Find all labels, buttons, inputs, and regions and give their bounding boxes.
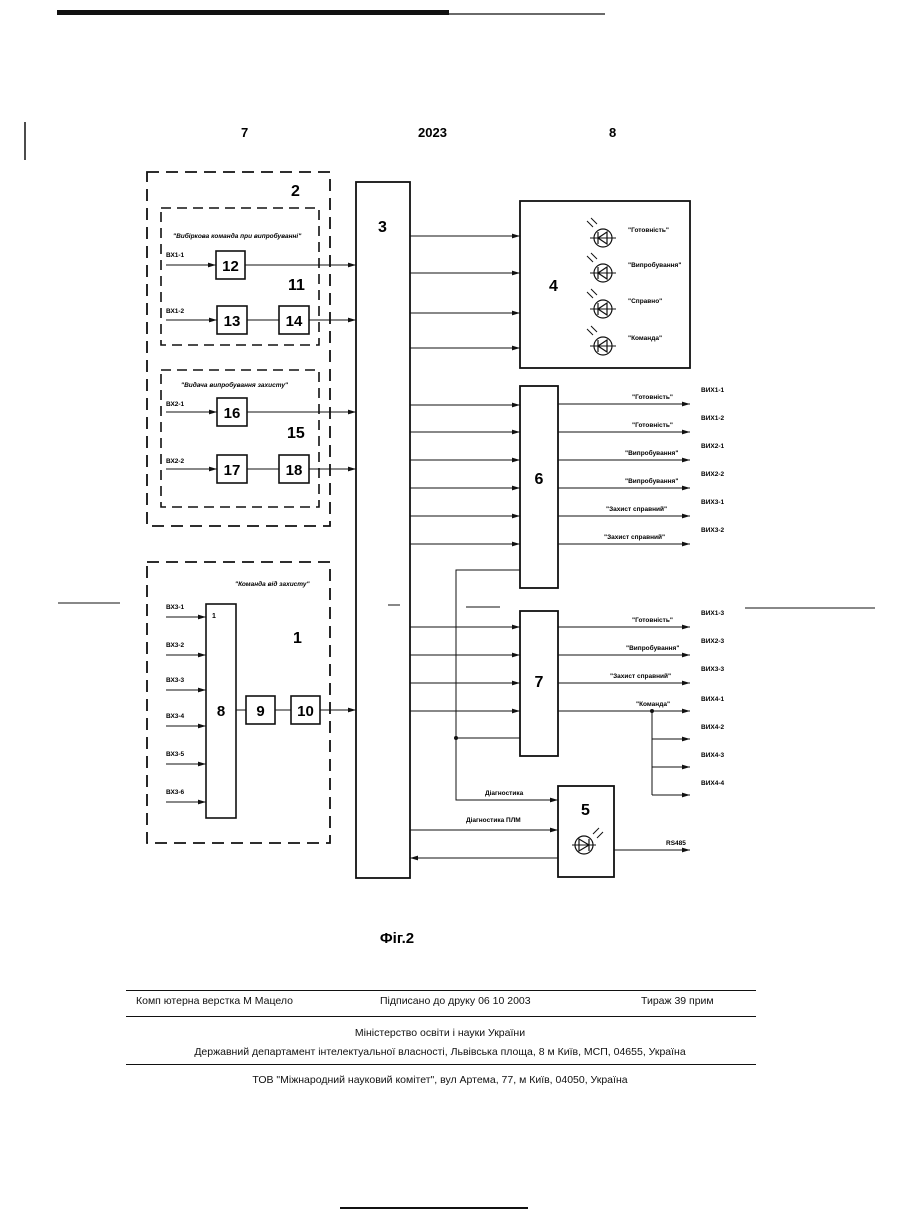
block-7-output-label: ВИХ4-3 [701, 752, 724, 759]
figure-caption: Фіг.2 [380, 930, 414, 947]
input-bx2-1: ВХ2-1 [166, 401, 185, 408]
footer-rule-1 [126, 990, 756, 991]
block-7-output-group: "Готовність" "Випробування" "Захист справн… [558, 610, 724, 795]
block-15-label: 15 [287, 425, 305, 442]
input-bx3-label: ВХ3-1 [166, 604, 185, 611]
block-6-signal-label: "Випробування" [625, 477, 678, 485]
block-6-signal-label: "Випробування" [625, 449, 678, 457]
block-18-label: 18 [286, 462, 303, 479]
group-1-title: "Команда від захисту" [235, 580, 311, 588]
diag-label-1: Діагностика [485, 789, 524, 797]
indicator-label: "Команда" [628, 335, 662, 342]
junction-dot [454, 736, 458, 740]
block-6-output-group: "Готовність" ВИХ1-1 "Готовність" ВИХ1-2 "Вип… [558, 387, 724, 544]
input-bx3-label: ВХ3-4 [166, 713, 185, 720]
block-3-label: 3 [378, 219, 387, 236]
diag-label-2: Діагностика ПЛМ [466, 816, 521, 824]
block-8-label: 8 [217, 703, 225, 720]
block-1-label: 1 [293, 630, 302, 647]
block-7-output-label: ВИХ2-3 [701, 638, 724, 645]
input-bx3-label: ВХ3-6 [166, 789, 185, 796]
block-2-label: 2 [291, 183, 300, 200]
block-8-pin-label: 1 [212, 613, 216, 620]
block-5-label: 5 [581, 802, 590, 819]
block-13-label: 13 [224, 313, 241, 330]
block-5 [558, 786, 614, 877]
input-bx3-label: ВХ3-5 [166, 751, 185, 758]
block-6-output-label: ВИХ1-2 [701, 415, 724, 422]
block-7-output-label: ВИХ1-3 [701, 610, 724, 617]
input-bx1-1: ВХ1-1 [166, 252, 185, 259]
block-6-output-label: ВИХ3-1 [701, 499, 724, 506]
wires-3-to-7 [410, 627, 520, 711]
block-7-signal-label: "Команда" [636, 701, 670, 708]
block-7-signal-label: "Готовність" [632, 616, 673, 624]
header-left-number: 7 [241, 125, 248, 140]
block-7-output-label: ВИХ4-2 [701, 724, 724, 731]
block-6-signal-label: "Готовність" [632, 393, 673, 401]
indicator-label: "Випробування" [628, 261, 681, 269]
block-7-label: 7 [535, 674, 544, 691]
block-7-output-label: ВИХ4-1 [701, 696, 724, 703]
indicator-label: "Готовність" [628, 226, 669, 234]
indicator-label: "Справно" [628, 298, 662, 305]
block-6-output-label: ВИХ2-2 [701, 471, 724, 478]
footer-copies: Тираж 39 прим [641, 995, 714, 1007]
footer-layout-credit: Комп ютерна верстка М Мацело [136, 995, 293, 1007]
bx3-input-group: ВХ3-1ВХ3-2ВХ3-3ВХ3-4ВХ3-5ВХ3-6 [166, 604, 206, 802]
block-6-signal-label: "Захист справний" [606, 505, 667, 513]
block-6-output-label: ВИХ1-1 [701, 387, 724, 394]
block-6-signal-label: "Готовність" [632, 421, 673, 429]
block-6-signal-label: "Захист справний" [604, 533, 665, 541]
top-rule [57, 10, 449, 15]
block-7-output-label: ВИХ4-4 [701, 780, 724, 787]
input-bx2-2: ВХ2-2 [166, 458, 185, 465]
footer-ministry: Міністерство освіти і науки України [0, 1027, 880, 1039]
wires-3-to-6 [410, 405, 520, 544]
footer-signed-date: Підписано до друку 06 10 2003 [380, 995, 531, 1007]
block-7-output-label: ВИХ3-3 [701, 666, 724, 673]
group-15-title: "Видача випробування захисту" [181, 381, 289, 389]
block-4-label: 4 [549, 278, 558, 295]
header-center-number: 2023 [418, 125, 447, 140]
block-9-label: 9 [256, 703, 264, 720]
rs485-label: RS485 [666, 840, 686, 847]
group-11-title: "Вибіркова команда при випробуванні" [173, 232, 302, 240]
footer-department: Державний департамент інтелектуальної вл… [0, 1046, 880, 1058]
block-3 [356, 182, 410, 878]
block-6-label: 6 [535, 471, 544, 488]
block-7-signal-label: "Випробування" [626, 644, 679, 652]
input-bx1-2: ВХ1-2 [166, 308, 185, 315]
command-branch-dot [650, 709, 654, 713]
bottom-rule [340, 1207, 528, 1209]
block-10-label: 10 [297, 703, 314, 720]
block-6-output-label: ВИХ2-1 [701, 443, 724, 450]
input-bx3-label: ВХ3-2 [166, 642, 185, 649]
block-12-label: 12 [222, 258, 239, 275]
block-6-output-label: ВИХ3-2 [701, 527, 724, 534]
footer-publisher: ТОВ "Міжнародний науковий комітет", вул … [0, 1074, 880, 1086]
block-11-label: 11 [288, 277, 305, 294]
input-bx3-label: ВХ3-3 [166, 677, 185, 684]
block-14-label: 14 [286, 313, 303, 330]
block-diagram: 7 2023 8 2 "Вибіркова команда при випроб… [0, 0, 900, 960]
block-17-label: 17 [224, 462, 241, 479]
footer-rule-2 [126, 1016, 756, 1017]
block-16-label: 16 [224, 405, 241, 422]
wires-3-to-4 [410, 236, 520, 348]
footer-rule-3 [126, 1064, 756, 1065]
block-7-signal-label: "Захист справний" [610, 672, 671, 680]
header-right-number: 8 [609, 125, 616, 140]
